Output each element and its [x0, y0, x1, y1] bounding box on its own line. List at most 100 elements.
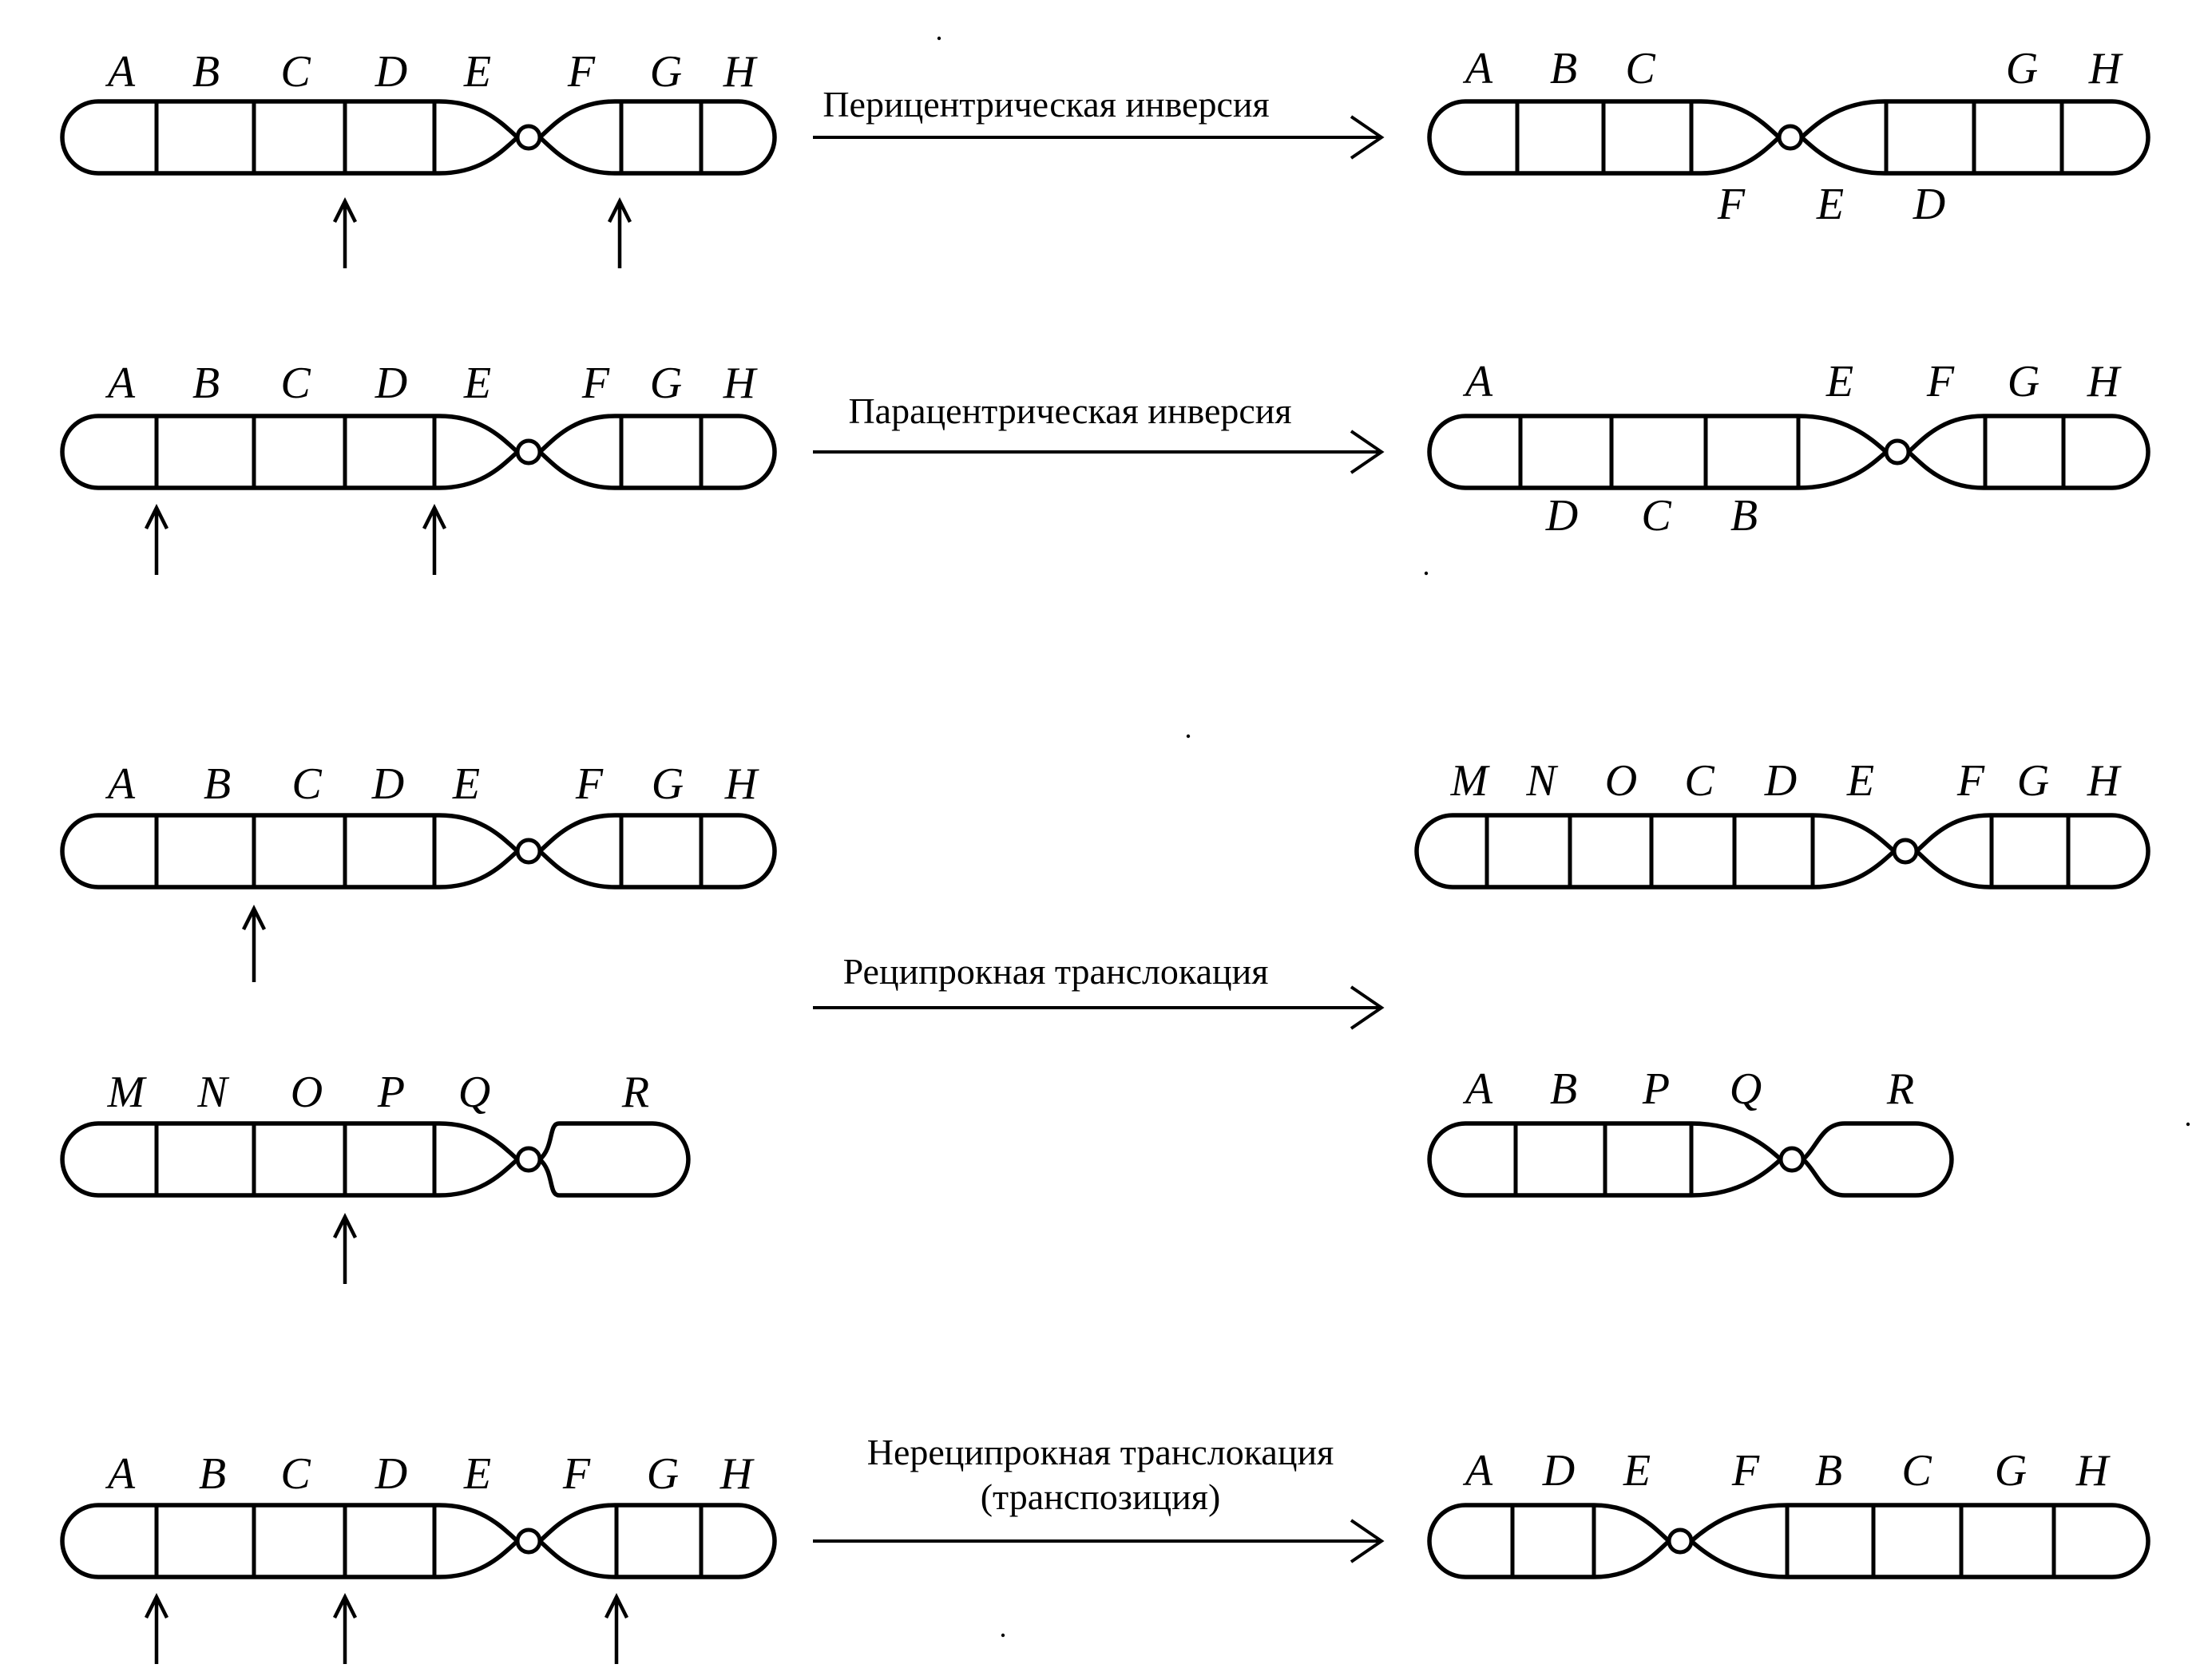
break-point-arrow [332, 1592, 358, 1664]
centromere [1667, 1527, 1694, 1555]
gene-label-b: B [1730, 491, 1758, 541]
gene-label-f: F [1731, 1446, 1760, 1496]
gene-label-a: A [105, 359, 136, 408]
gene-label-h: H [2088, 44, 2123, 93]
break-point-arrow [241, 904, 267, 982]
centromere [515, 438, 542, 466]
gene-label-n: N [196, 1068, 229, 1117]
rearrangement-label: Перицентрическая инверсия [823, 84, 1269, 125]
gene-label-c: C [291, 759, 322, 809]
gene-label-g: G [2017, 756, 2049, 806]
gene-label-f: F [562, 1449, 591, 1499]
gene-label-d: D [1542, 1446, 1575, 1496]
centromere [515, 124, 542, 151]
gene-label-e: E [1846, 756, 1874, 806]
gene-label-e: E [463, 47, 491, 97]
scan-speck [1186, 734, 1191, 739]
gene-label-h: H [719, 1449, 755, 1499]
gene-label-b: B [204, 759, 231, 809]
gene-label-d: D [1913, 180, 1945, 229]
gene-label-e: E [1825, 357, 1853, 406]
scan-speck [1001, 1633, 1005, 1638]
gene-label-h: H [723, 359, 758, 408]
process-arrow [813, 1519, 1385, 1563]
gene-label-a: A [105, 1449, 136, 1499]
rearrangement-label: Парацентрическая инверсия [848, 390, 1291, 431]
chromosome-outline [60, 1121, 691, 1198]
gene-label-h: H [724, 759, 759, 809]
chromosome-outline [1427, 99, 2150, 176]
chromosome-outline [1427, 1503, 2150, 1579]
gene-label-h: H [723, 47, 758, 97]
gene-label-a: A [105, 47, 136, 97]
gene-label-d: D [375, 47, 407, 97]
break-point-arrow [607, 196, 632, 268]
scan-speck [937, 36, 941, 41]
chromosome-outline [60, 813, 777, 890]
centromere [515, 838, 542, 865]
gene-label-a: A [1462, 44, 1493, 93]
process-arrow [813, 115, 1385, 160]
centromere [1884, 438, 1911, 466]
gene-label-r: R [621, 1068, 649, 1117]
gene-label-m: M [107, 1068, 148, 1117]
gene-label-d: D [1764, 756, 1797, 806]
process-arrow [813, 430, 1385, 474]
gene-label-c: C [280, 359, 311, 408]
gene-label-c: C [1641, 491, 1671, 541]
break-point-arrow [332, 1212, 358, 1284]
gene-label-c: C [1684, 756, 1714, 806]
break-point-arrow [604, 1592, 629, 1664]
gene-label-q: Q [458, 1068, 490, 1117]
chromosome-outline [1427, 414, 2150, 490]
gene-label-p: P [377, 1068, 405, 1117]
gene-label-f: F [581, 359, 610, 408]
gene-label-b: B [1550, 1064, 1577, 1114]
gene-label-o: O [1605, 756, 1637, 806]
chromosome-outline [60, 1503, 777, 1579]
gene-label-n: N [1525, 756, 1558, 806]
centromere [1892, 838, 1919, 865]
gene-label-g: G [2008, 357, 2039, 406]
gene-label-r: R [1886, 1064, 1914, 1114]
scan-speck [2186, 1122, 2190, 1127]
rearrangement-label: Реципрокная транслокация [843, 951, 1269, 992]
break-point-arrow [422, 503, 447, 575]
gene-label-b: B [1550, 44, 1577, 93]
gene-label-a: A [1462, 357, 1493, 406]
centromere [1777, 124, 1804, 151]
gene-label-c: C [280, 1449, 311, 1499]
gene-label-g: G [652, 759, 684, 809]
break-point-arrow [144, 1592, 169, 1664]
gene-label-e: E [1816, 180, 1844, 229]
gene-label-f: F [1956, 756, 1985, 806]
centromere [515, 1527, 542, 1555]
centromere [515, 1146, 542, 1173]
gene-label-h: H [2075, 1446, 2111, 1496]
chromosome-outline [60, 414, 777, 490]
gene-label-h: H [2087, 756, 2122, 806]
gene-label-d: D [1545, 491, 1578, 541]
gene-label-o: O [291, 1068, 323, 1117]
centromere [1778, 1146, 1806, 1173]
gene-label-a: A [1462, 1064, 1493, 1114]
gene-label-f: F [575, 759, 604, 809]
gene-label-e: E [463, 1449, 491, 1499]
gene-label-e: E [452, 759, 480, 809]
gene-label-d: D [371, 759, 404, 809]
gene-label-f: F [567, 47, 596, 97]
gene-label-c: C [280, 47, 311, 97]
process-arrow [813, 985, 1385, 1030]
gene-label-a: A [105, 759, 136, 809]
gene-label-g: G [647, 1449, 679, 1499]
gene-label-b: B [192, 47, 220, 97]
gene-label-g: G [650, 359, 682, 408]
gene-label-b: B [1815, 1446, 1842, 1496]
gene-label-c: C [1625, 44, 1655, 93]
gene-label-b: B [192, 359, 220, 408]
scan-speck [1424, 571, 1429, 576]
